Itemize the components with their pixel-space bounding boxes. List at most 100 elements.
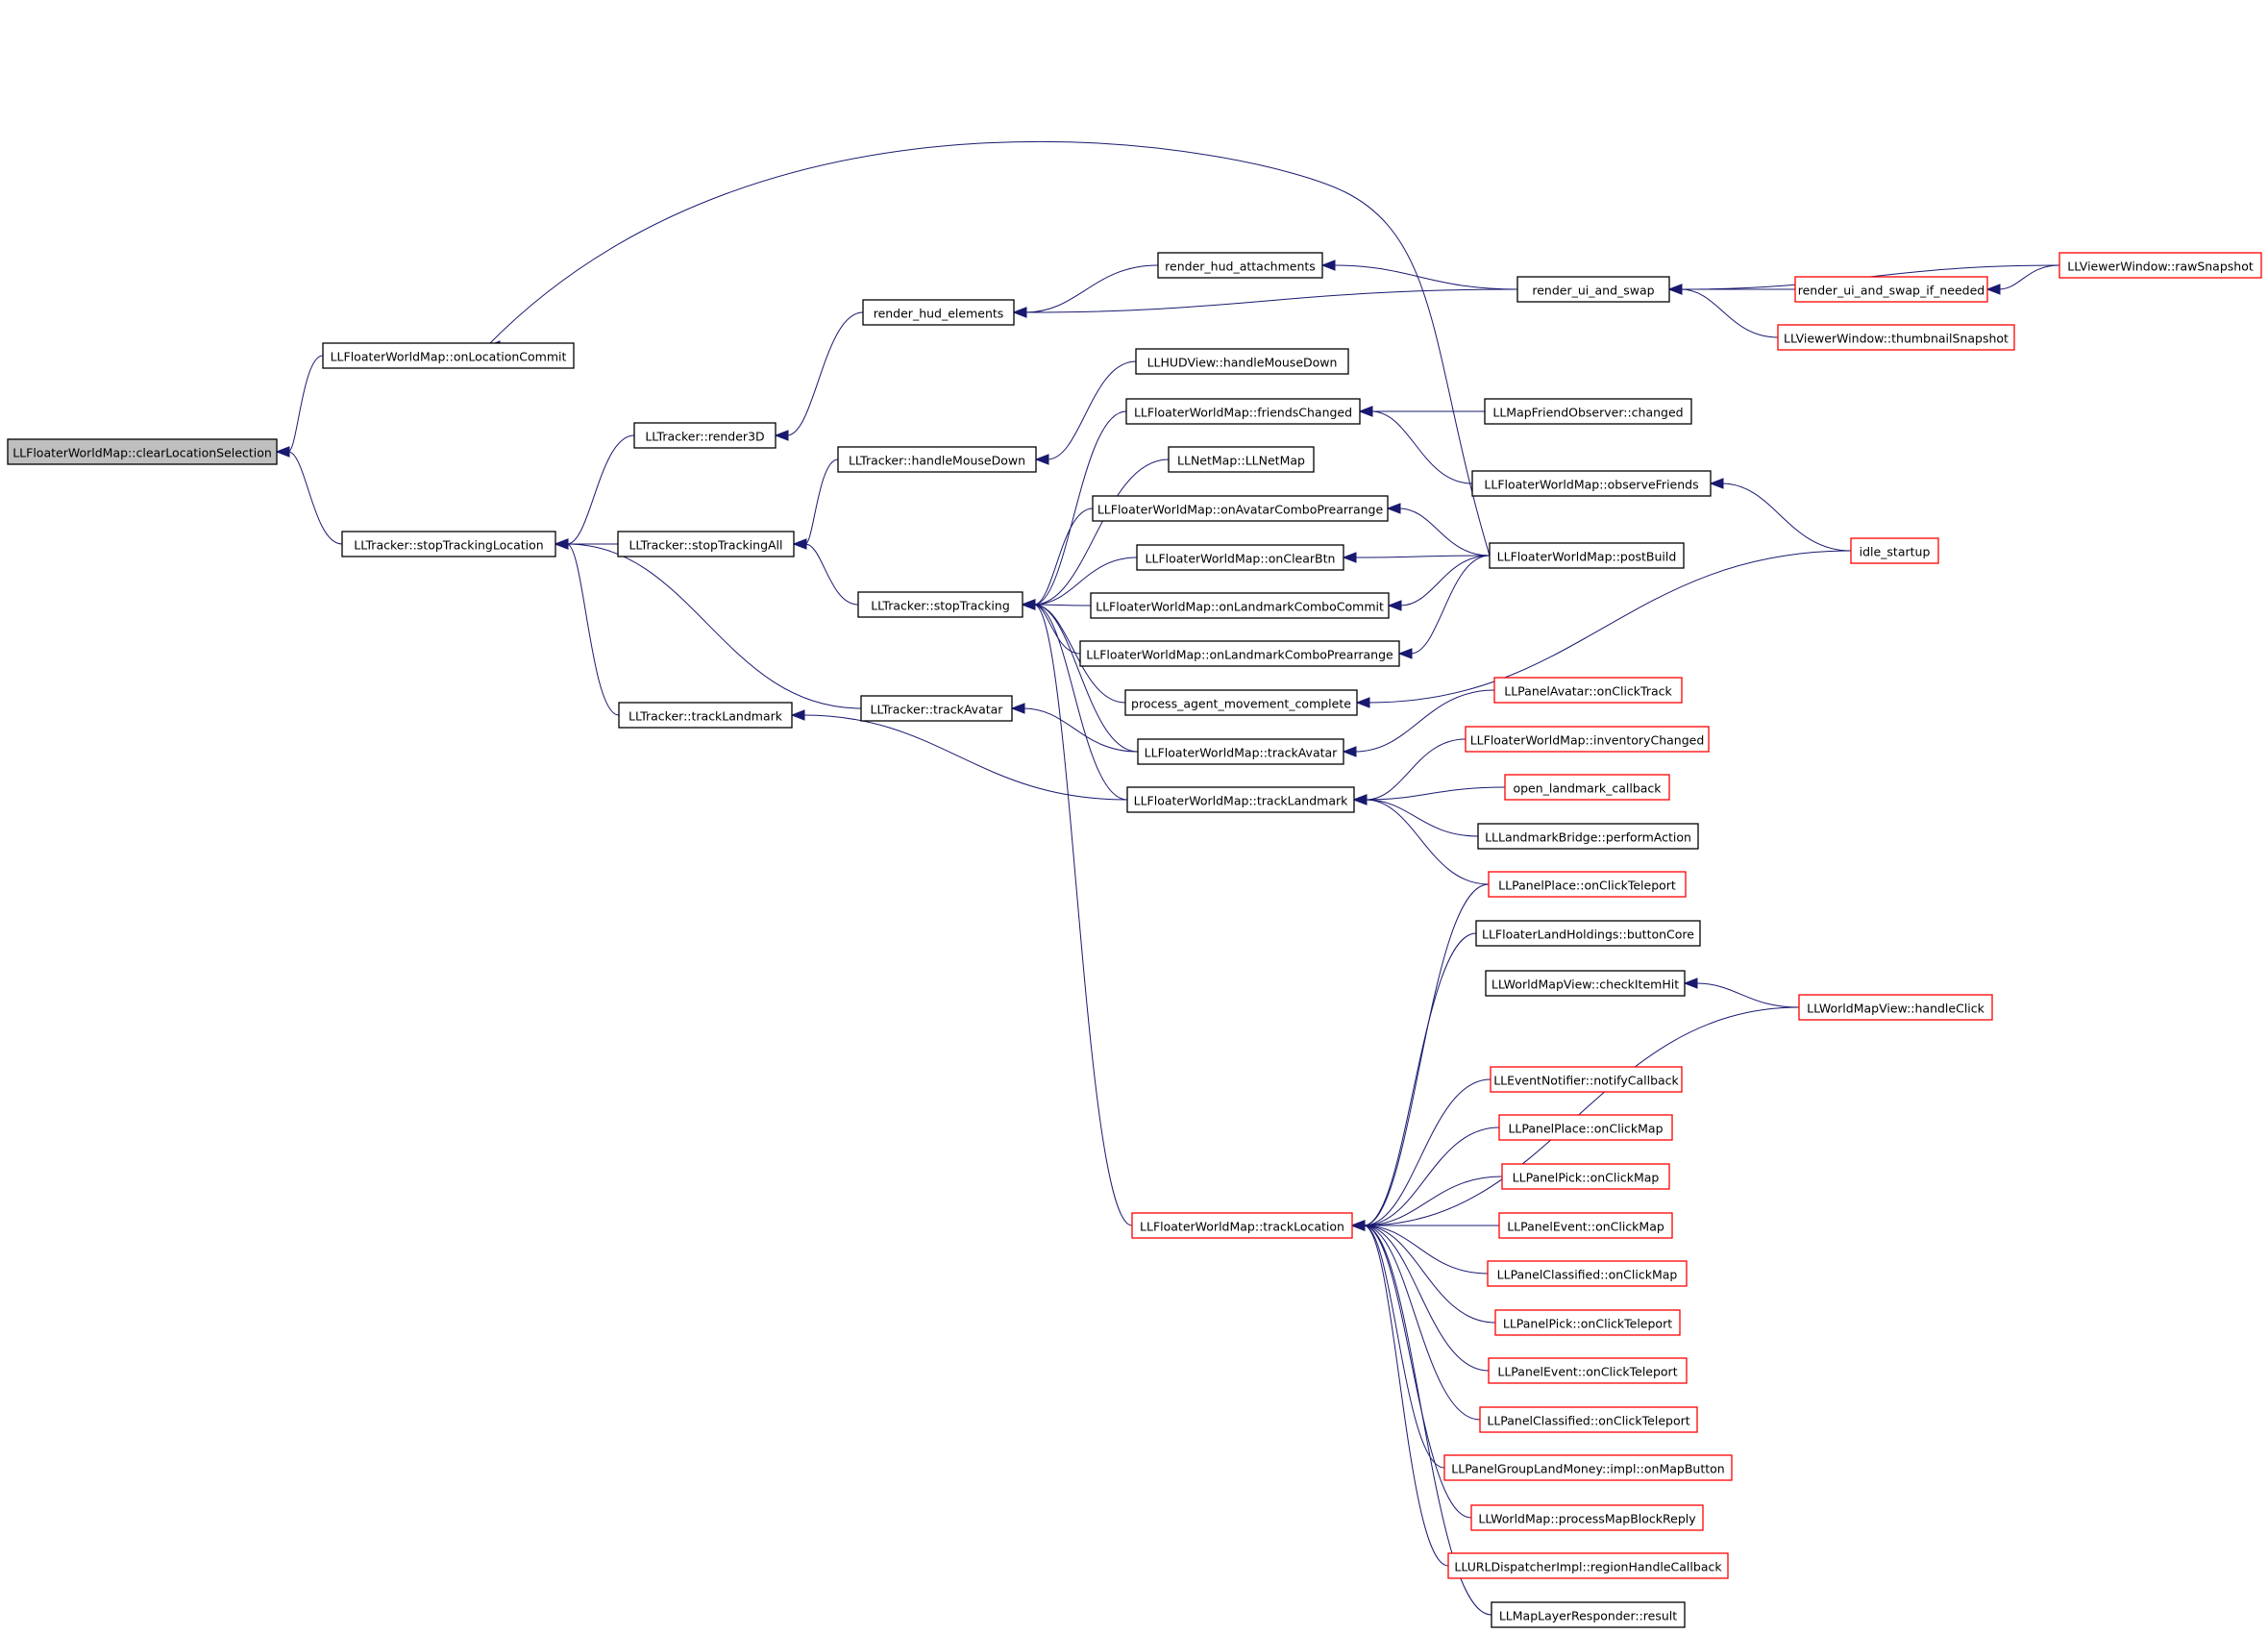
call-edge-n32-n48 [1683, 978, 1800, 1008]
function-node[interactable]: LLPanelGroupLandMoney::impl::onMapButton [1443, 1454, 1733, 1481]
function-node[interactable]: LLViewerWindow::rawSnapshot [2058, 252, 2262, 279]
call-edge-n8-n21 [1021, 599, 1133, 1226]
node-label: LLTracker::render3D [645, 430, 764, 444]
node-box [1488, 1357, 1688, 1384]
node-box [1794, 276, 1988, 303]
function-node[interactable]: LLMapFriendObserver::changed [1484, 398, 1692, 425]
function-node[interactable]: LLPanelClassified::onClickMap [1487, 1260, 1688, 1287]
function-node[interactable]: LLFloaterWorldMap::onLocationCommit [322, 342, 575, 369]
function-node[interactable]: LLTracker::render3D [633, 422, 777, 449]
call-edge-n9-n19 [1010, 703, 1139, 753]
function-node[interactable]: render_ui_and_swap_if_needed [1794, 276, 1988, 303]
function-node[interactable]: LLTracker::handleMouseDown [837, 446, 1037, 473]
function-node[interactable]: process_agent_movement_complete [1124, 689, 1358, 716]
node-box [1137, 738, 1344, 765]
call-edge-n17-n25 [1397, 555, 1491, 659]
function-node[interactable]: LLFloaterWorldMap::observeFriends [1471, 470, 1712, 497]
function-node[interactable]: LLPanelAvatar::onClickTrack [1493, 677, 1683, 704]
node-box [1447, 1552, 1729, 1579]
function-node[interactable]: LLTracker::stopTracking [857, 591, 1023, 618]
node-box [1465, 726, 1710, 753]
function-node[interactable]: LLNetMap::LLNetMap [1168, 446, 1315, 473]
function-node[interactable]: LLPanelPlace::onClickTeleport [1488, 871, 1687, 898]
function-node[interactable]: LLPanelClassified::onClickTeleport [1479, 1406, 1698, 1433]
arrowhead [1012, 307, 1027, 318]
node-box [1490, 1066, 1683, 1093]
node-box [1484, 398, 1692, 425]
function-node[interactable]: LLTracker::trackAvatar [860, 695, 1013, 722]
node-label: LLFloaterWorldMap::postBuild [1497, 550, 1677, 564]
function-node[interactable]: LLPanelPick::onClickTeleport [1494, 1309, 1681, 1336]
function-node[interactable]: LLViewerWindow::thumbnailSnapshot [1777, 324, 2015, 351]
node-label: process_agent_movement_complete [1131, 697, 1351, 711]
node-label: LLTracker::trackLandmark [629, 709, 783, 724]
function-node[interactable]: LLTracker::stopTrackingAll [617, 531, 795, 557]
function-node[interactable]: LLHUDView::handleMouseDown [1135, 348, 1349, 375]
arrowhead [554, 538, 569, 550]
function-node[interactable]: LLPanelEvent::onClickTeleport [1488, 1357, 1688, 1384]
node-label: LLFloaterWorldMap::onLocationCommit [331, 350, 567, 364]
node-box [1079, 640, 1400, 667]
node-label: LLMapFriendObserver::changed [1492, 406, 1683, 420]
node-label: LLFloaterWorldMap::onAvatarComboPrearran… [1097, 503, 1384, 517]
arrowhead [1683, 978, 1698, 989]
function-node[interactable]: LLPanelEvent::onClickMap [1498, 1212, 1673, 1239]
node-label: LLWorldMap::processMapBlockReply [1478, 1512, 1696, 1526]
function-node[interactable]: LLFloaterWorldMap::postBuild [1489, 542, 1685, 569]
function-node[interactable]: LLTracker::stopTrackingLocation [341, 531, 556, 557]
function-node[interactable]: LLWorldMapView::checkItemHit [1485, 970, 1686, 997]
function-node[interactable]: LLFloaterWorldMap::friendsChanged [1125, 398, 1361, 425]
node-box [1126, 786, 1355, 813]
node-box [1498, 1114, 1673, 1141]
function-node[interactable]: LLWorldMap::processMapBlockReply [1470, 1504, 1704, 1531]
function-node[interactable]: LLFloaterWorldMap::onAvatarComboPrearran… [1092, 495, 1389, 522]
arrowhead [792, 538, 807, 550]
function-node[interactable]: open_landmark_callback [1504, 774, 1670, 801]
arrowhead [1320, 260, 1336, 271]
node-box [862, 299, 1015, 326]
node-box [1504, 774, 1670, 801]
function-node[interactable]: LLFloaterWorldMap::trackLocation [1131, 1212, 1353, 1239]
function-node[interactable]: LLPanelPick::onClickMap [1501, 1163, 1670, 1190]
function-node[interactable]: LLMapLayerResponder::result [1491, 1601, 1686, 1628]
function-node[interactable]: LLFloaterWorldMap::inventoryChanged [1465, 726, 1710, 753]
node-box [837, 446, 1037, 473]
node-label: LLTracker::stopTracking [871, 599, 1010, 613]
edge-layer [275, 140, 2060, 1616]
function-node[interactable]: LLEventNotifier::notifyCallback [1490, 1066, 1683, 1093]
node-box [1168, 446, 1315, 473]
node-box [7, 438, 278, 465]
node-box [1125, 398, 1361, 425]
function-node[interactable]: render_hud_attachments [1157, 252, 1323, 279]
function-node[interactable]: LLFloaterWorldMap::onLandmarkComboPrearr… [1079, 640, 1400, 667]
node-box [1479, 1406, 1698, 1433]
function-node[interactable]: LLPanelPlace::onClickMap [1498, 1114, 1673, 1141]
node-box [1501, 1163, 1670, 1190]
function-node[interactable]: LLFloaterWorldMap::trackAvatar [1137, 738, 1344, 765]
call-edge-n4-n7 [792, 458, 839, 550]
function-node[interactable]: LLTracker::trackLandmark [618, 702, 793, 729]
function-node[interactable]: LLFloaterWorldMap::onClearBtn [1136, 544, 1344, 571]
function-node[interactable]: LLLandmarkBridge::performAction [1477, 823, 1699, 850]
function-node[interactable]: LLFloaterLandHoldings::buttonCore [1475, 920, 1701, 947]
call-edge-n6-n22 [1012, 288, 1518, 318]
node-label: LLPanelPick::onClickTeleport [1503, 1317, 1672, 1331]
function-node[interactable]: render_ui_and_swap [1516, 276, 1670, 303]
node-label: LLMapLayerResponder::result [1499, 1609, 1677, 1623]
function-node[interactable]: LLWorldMapView::handleClick [1798, 994, 1993, 1021]
arrowhead [774, 430, 789, 441]
node-label: LLURLDispatcherImpl::regionHandleCallbac… [1454, 1560, 1722, 1574]
function-node[interactable]: render_hud_elements [862, 299, 1015, 326]
arrowhead [1358, 406, 1373, 417]
arrowhead [1985, 284, 2001, 295]
function-node[interactable]: idle_startup [1850, 537, 1939, 564]
call-edge-n45-n49 [1985, 264, 2060, 295]
function-node[interactable]: LLFloaterWorldMap::trackLandmark [1126, 786, 1355, 813]
node-layer: LLFloaterWorldMap::clearLocationSelectio… [7, 252, 2262, 1628]
arrowhead [1034, 454, 1049, 465]
function-node[interactable]: LLURLDispatcherImpl::regionHandleCallbac… [1447, 1552, 1729, 1579]
call-edge-n7-n11 [1034, 360, 1137, 465]
call-edge-n24-n47 [1709, 478, 1852, 552]
function-node[interactable]: LLFloaterWorldMap::onLandmarkComboCommit [1090, 592, 1390, 619]
node-label: LLPanelClassified::onClickTeleport [1487, 1414, 1689, 1428]
